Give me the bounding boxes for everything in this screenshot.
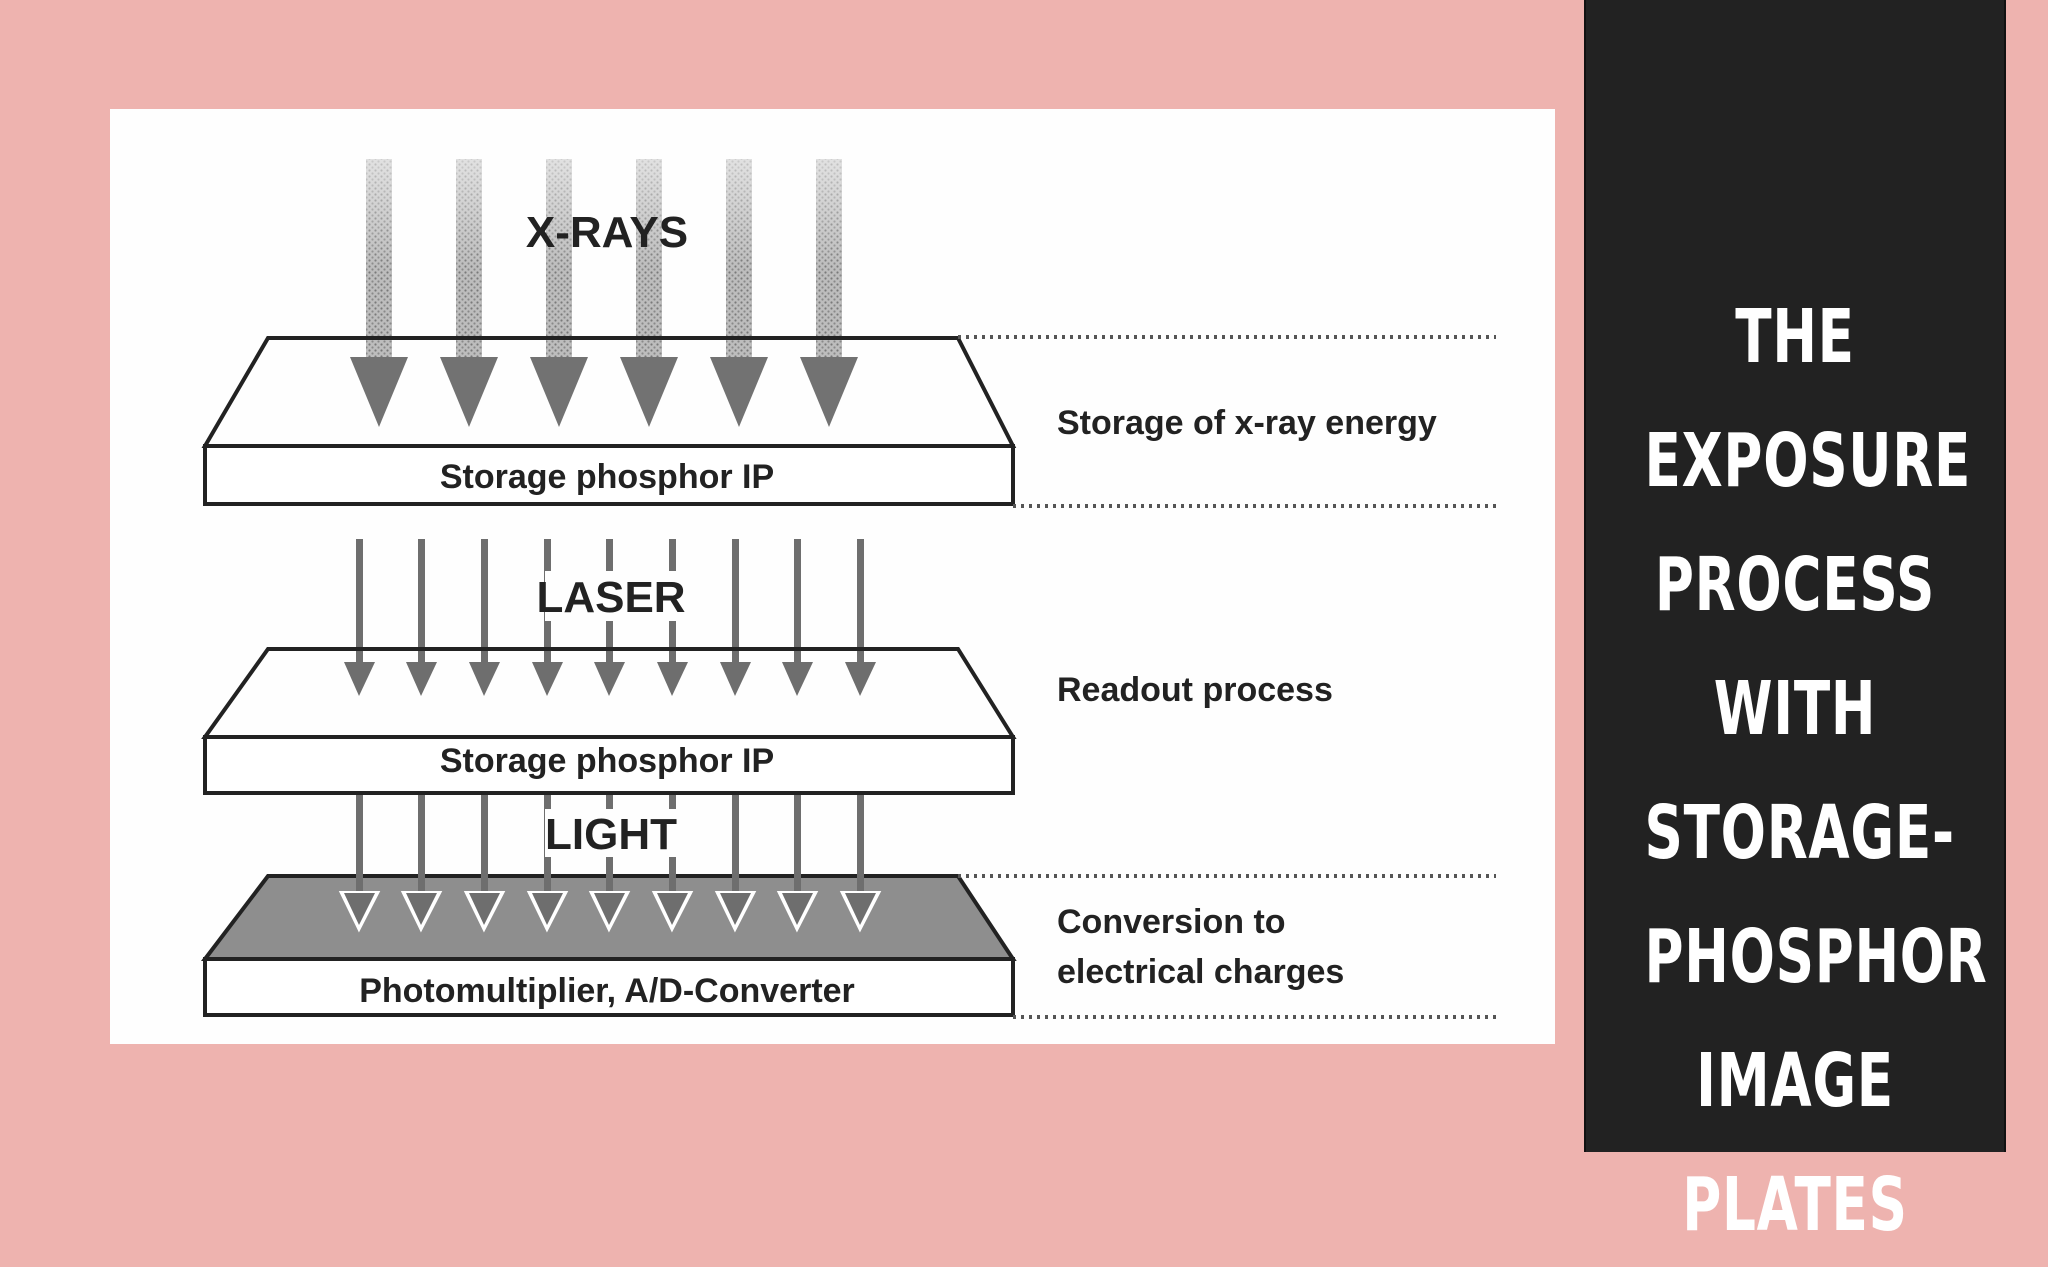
xrays-label: X-RAYS [526,208,688,257]
laser-arrow [469,539,500,696]
laser-arrow [845,539,876,696]
diagram-figure: X-RAYS Storage phosphor IP Storage of x-… [110,109,1555,1044]
plate-top: Storage phosphor IP [201,336,1017,506]
light-arrow [714,795,757,933]
laser-label: LASER [536,573,685,622]
xray-arrow [350,159,408,427]
slide-title-line: process with [1654,542,1936,752]
xray-arrow [710,159,768,427]
xray-arrow [620,159,678,427]
storage-phosphor-diagram: X-RAYS Storage phosphor IP Storage of x-… [200,159,1496,1019]
light-label: LIGHT [545,810,677,859]
plate-middle: Storage phosphor IP [201,647,1017,795]
stage-conversion-label-line1: Conversion to [1057,903,1286,941]
xray-arrow [530,159,588,427]
light-arrow [338,795,381,933]
light-arrows [338,795,882,933]
slide-title-line: The exposure [1644,294,1972,504]
slide-title-line: storage- [1644,790,1955,876]
light-arrow [400,795,443,933]
light-arrow [839,795,882,933]
slide-title-line: phosphor [1644,914,1988,1000]
laser-label-backing [545,571,677,621]
stage-conversion-label-line2: electrical charges [1057,953,1344,991]
plate-top-label: Storage phosphor IP [440,458,774,496]
laser-arrow [406,539,437,696]
title-panel: The exposure process with storage- phosp… [1584,0,2006,1248]
slide-title: The exposure process with storage- phosp… [1644,275,1988,1267]
light-label-backing [545,809,677,857]
xray-arrow [800,159,858,427]
plate-bottom-label: Photomultiplier, A/D-Converter [359,972,855,1010]
laser-arrow [344,539,375,696]
laser-arrow [782,539,813,696]
stage-readout-label: Readout process [1057,671,1333,709]
xray-arrow [440,159,498,427]
plate-middle-label: Storage phosphor IP [440,742,774,780]
light-arrow [776,795,819,933]
light-arrow [463,795,506,933]
xray-arrows [350,159,858,427]
laser-arrow [720,539,751,696]
stage-storage-label: Storage of x-ray energy [1057,404,1437,442]
slide-title-line: image plates [1682,1038,1908,1248]
